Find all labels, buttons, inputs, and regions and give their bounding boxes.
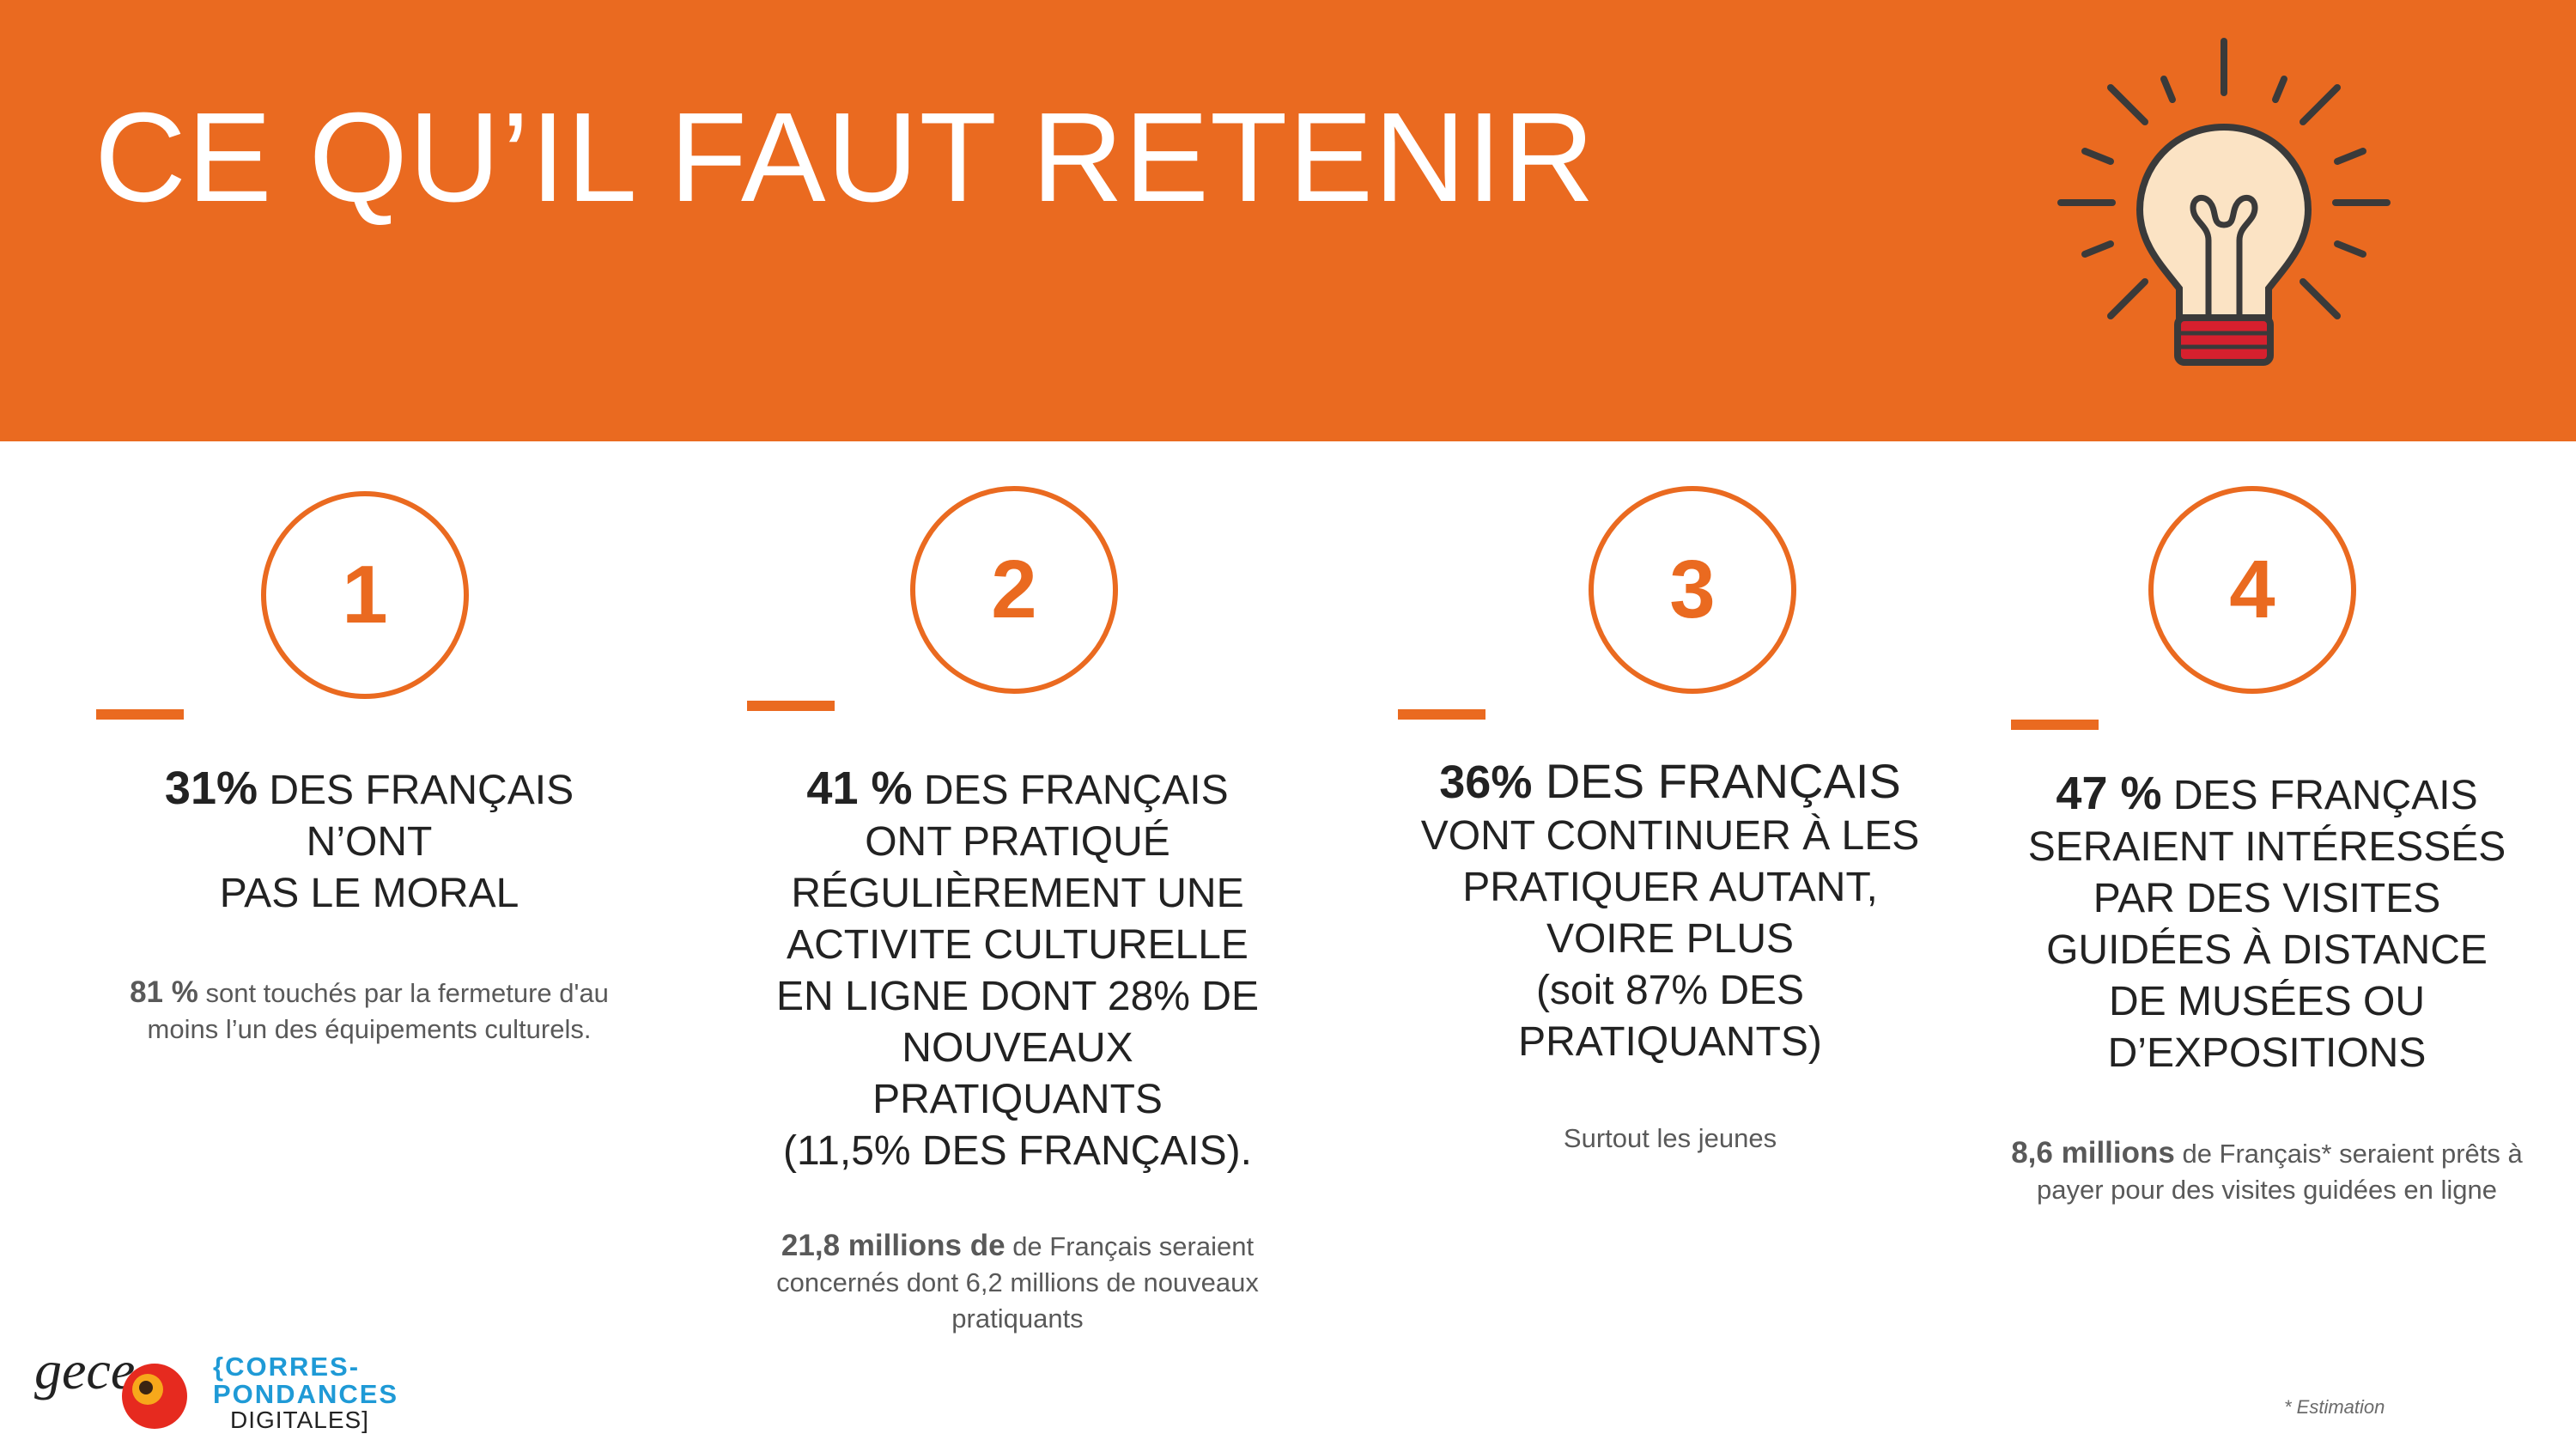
- lightbulb-icon: [2057, 38, 2391, 366]
- point-1-highlight: 31%: [164, 762, 258, 814]
- point-4-main: 47 % DES FRANÇAIS SERAIENT INTÉRESSÉS PA…: [2027, 768, 2506, 1076]
- accent-dash: [1398, 709, 1485, 720]
- point-4-highlight: 47 %: [2056, 768, 2162, 819]
- step-number-1: 1: [261, 491, 469, 699]
- accent-dash: [747, 701, 835, 711]
- footnote: * Estimation: [2284, 1396, 2385, 1418]
- point-1-main: 31% DES FRANÇAIS N’ONT PAS LE MORAL: [164, 762, 574, 916]
- accent-dash: [2011, 720, 2099, 730]
- gece-logo-mark: [122, 1364, 187, 1429]
- point-1-sub: 81 % sont touchés par la fermeture d'au …: [130, 975, 609, 1044]
- step-number-3: 3: [1589, 486, 1796, 694]
- point-4-sub: 8,6 millions de Français* seraient prêts…: [2011, 1136, 2523, 1205]
- step-number-2: 2: [910, 486, 1118, 694]
- point-2-main: 41 % DES FRANÇAIS ONT PRATIQUÉ RÉGULIÈRE…: [776, 762, 1259, 1174]
- gece-logo: gece: [34, 1340, 189, 1434]
- point-3-sub: Surtout les jeunes: [1563, 1123, 1777, 1153]
- accent-dash: [96, 709, 184, 720]
- point-2-highlight: 41 %: [806, 762, 913, 814]
- step-number-4: 4: [2148, 486, 2356, 694]
- point-3-highlight: 36%: [1439, 756, 1533, 808]
- point-2-sub: 21,8 millions de de Français seraient co…: [776, 1229, 1259, 1334]
- correspondances-digitales-logo: {CORRES- PONDANCES DIGITALES]: [213, 1352, 399, 1433]
- page-title: CE QU’IL FAUT RETENIR: [94, 87, 1595, 228]
- point-3-main: 36% DES FRANÇAIS VONT CONTINUER À LES PR…: [1420, 754, 1920, 1066]
